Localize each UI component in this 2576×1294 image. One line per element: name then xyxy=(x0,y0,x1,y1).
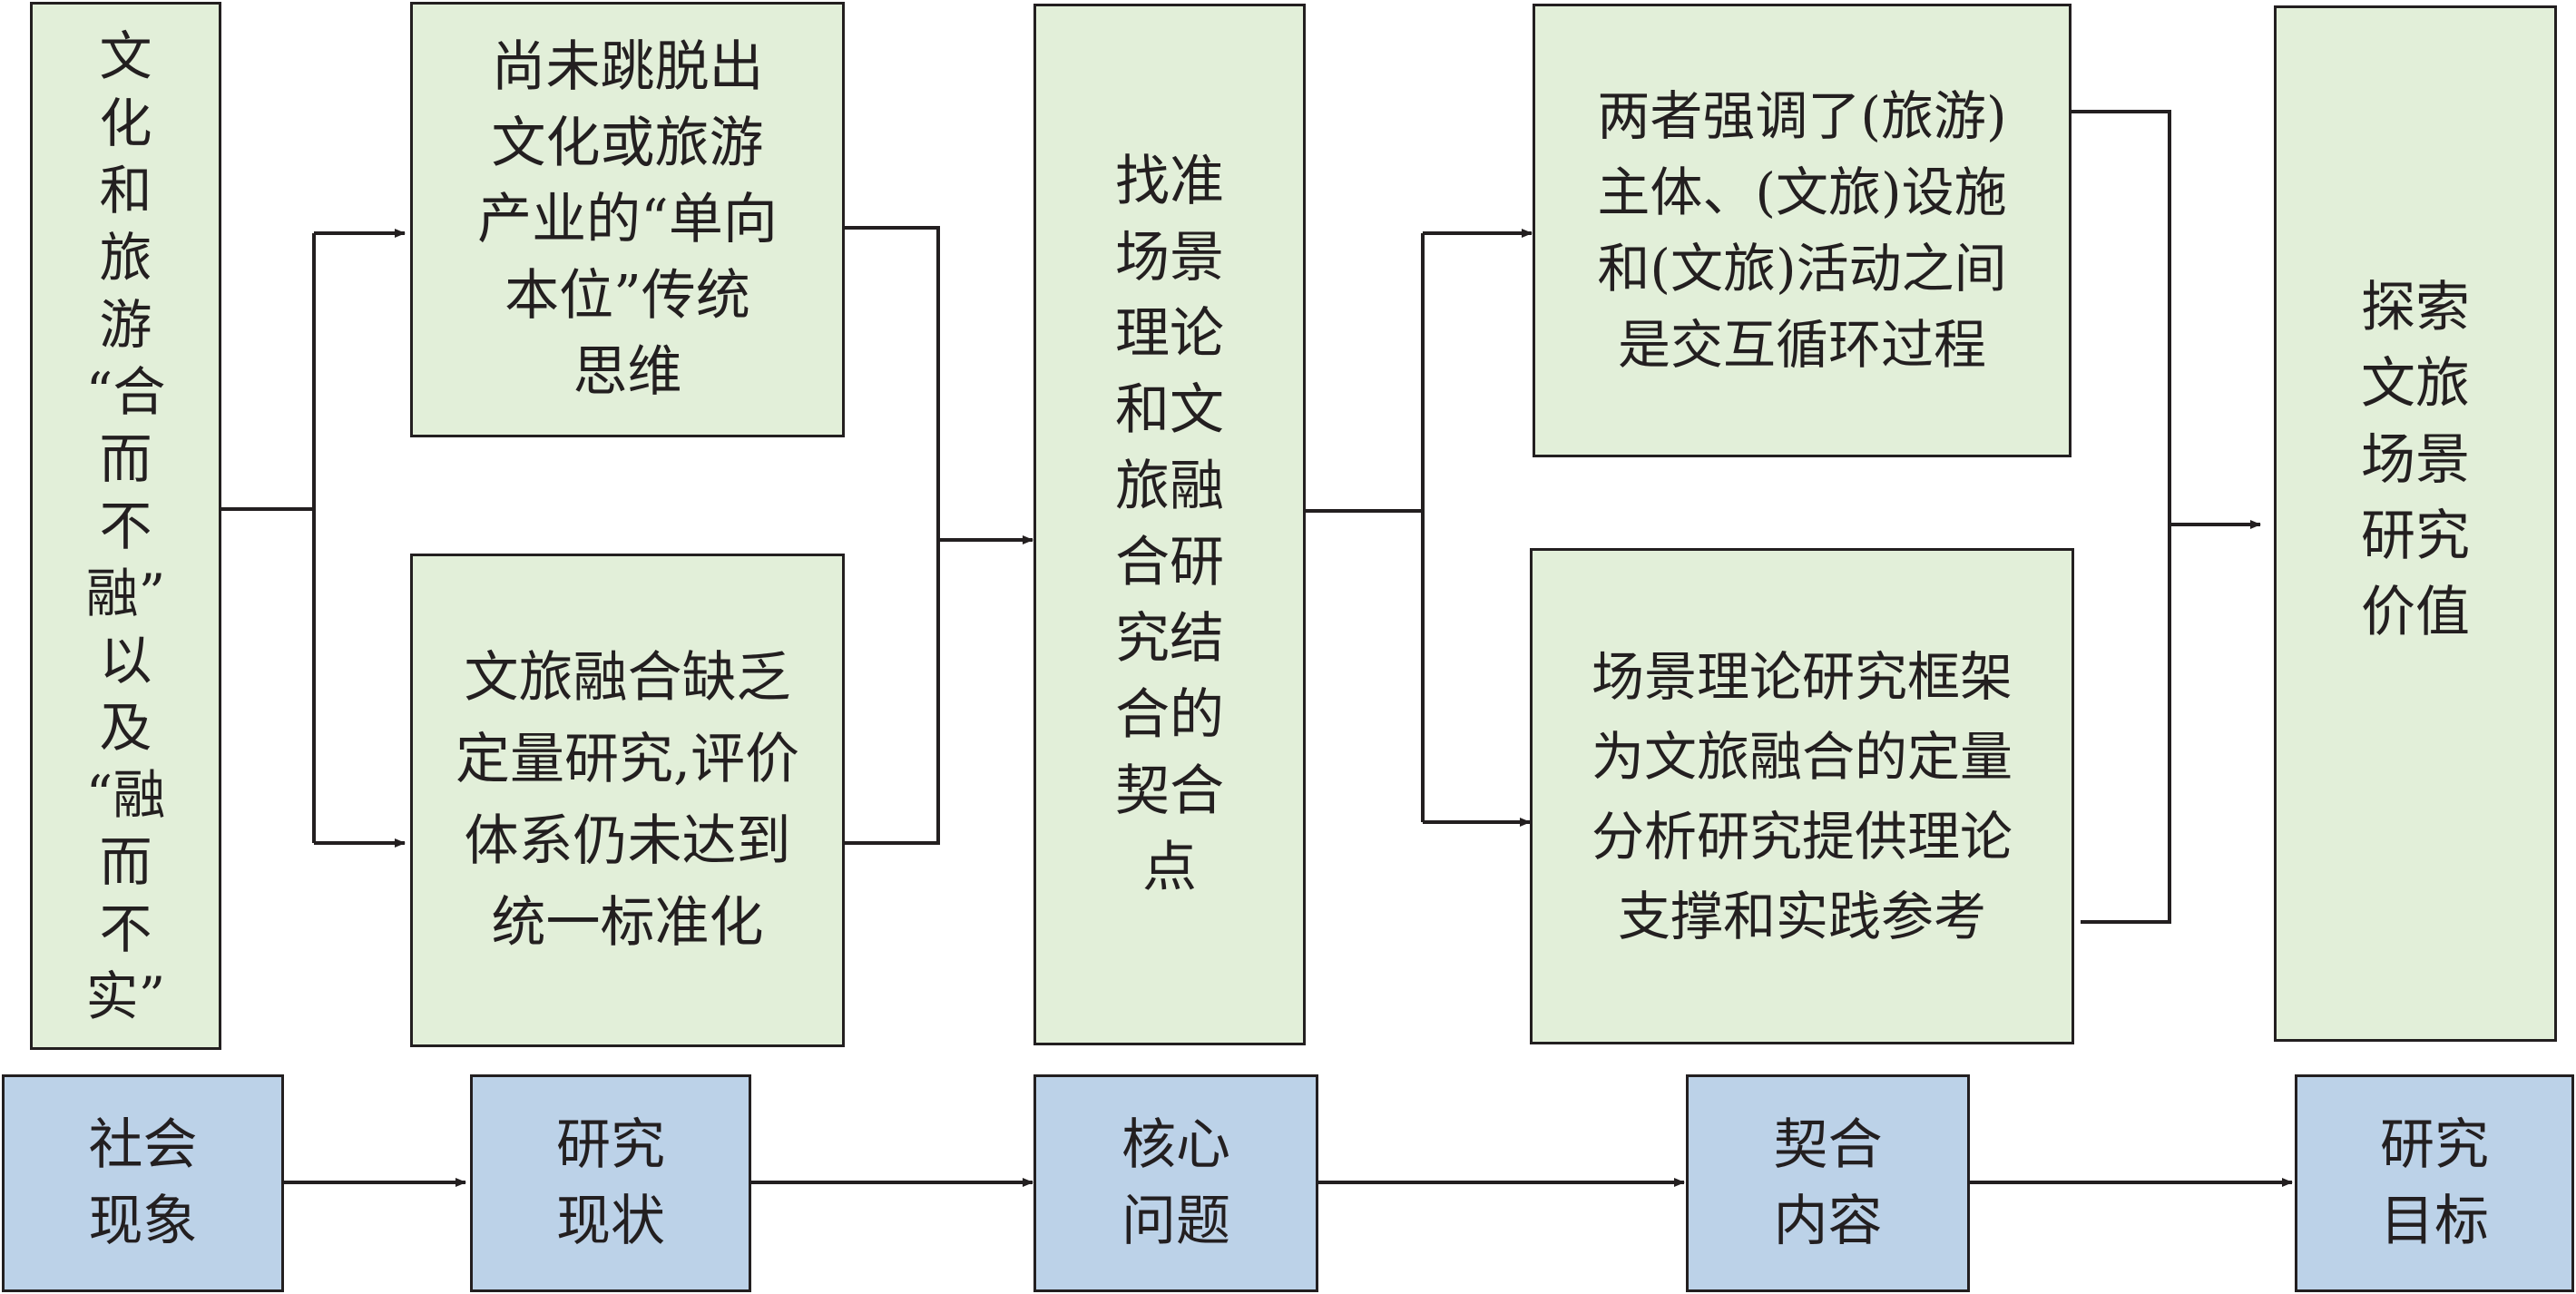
research-status-text-2: 文旅融合缺乏 定量研究,评价 体系仍未达到 统一标准化 xyxy=(455,646,800,955)
stage-research-goal: 研究 目标 xyxy=(2295,1074,2574,1292)
phenomenon-text: 文 化 和 旅 游 “合 而 不 融” 以 及 “融 而 不 实” xyxy=(85,25,166,1027)
stage-research-status: 研究 现状 xyxy=(470,1074,751,1292)
stage-label-3: 核心 问题 xyxy=(1121,1113,1230,1253)
fit-content-text-2: 场景理论研究框架 为文旅融合的定量 分析研究提供理论 支撑和实践参考 xyxy=(1591,645,2013,947)
core-question-box: 找准 场景 理论 和文 旅融 合研 究结 合的 契合 点 xyxy=(1033,4,1306,1045)
connector-content-merge xyxy=(2072,110,2171,924)
research-status-box-2: 文旅融合缺乏 定量研究,评价 体系仍未达到 统一标准化 xyxy=(410,554,845,1047)
stage-label-2: 研究 现状 xyxy=(556,1113,665,1253)
stage-fit-content: 契合 内容 xyxy=(1686,1074,1970,1292)
research-status-box-1: 尚未跳脱出 文化或旅游 产业的“单向 本位”传统 思维 xyxy=(410,2,845,437)
fit-content-box-1: 两者强调了(旅游) 主体、(文旅)设施 和(文旅)活动之间 是交互循环过程 xyxy=(1533,4,2072,457)
research-goal-box: 探索 文旅 场景 研究 价值 xyxy=(2274,5,2557,1042)
fit-content-box-2: 场景理论研究框架 为文旅融合的定量 分析研究提供理论 支撑和实践参考 xyxy=(1530,548,2074,1044)
research-goal-text: 探索 文旅 场景 研究 价值 xyxy=(2361,276,2470,644)
phenomenon-box: 文 化 和 旅 游 “合 而 不 融” 以 及 “融 而 不 实” xyxy=(30,2,221,1050)
stage-label-4: 契合 内容 xyxy=(1773,1113,1883,1253)
core-question-text: 找准 场景 理论 和文 旅融 合研 究结 合的 契合 点 xyxy=(1115,150,1224,899)
stage-core-question: 核心 问题 xyxy=(1033,1074,1318,1292)
research-status-text-1: 尚未跳脱出 文化或旅游 产业的“单向 本位”传统 思维 xyxy=(477,35,778,404)
fit-content-text-1: 两者强调了(旅游) 主体、(文旅)设施 和(文旅)活动之间 是交互循环过程 xyxy=(1597,85,2007,376)
stage-social-phenomenon: 社会 现象 xyxy=(2,1074,284,1292)
stage-label-1: 社会 现象 xyxy=(88,1113,198,1253)
connector-status-1-out xyxy=(843,226,940,845)
stage-label-5: 研究 目标 xyxy=(2380,1113,2489,1253)
